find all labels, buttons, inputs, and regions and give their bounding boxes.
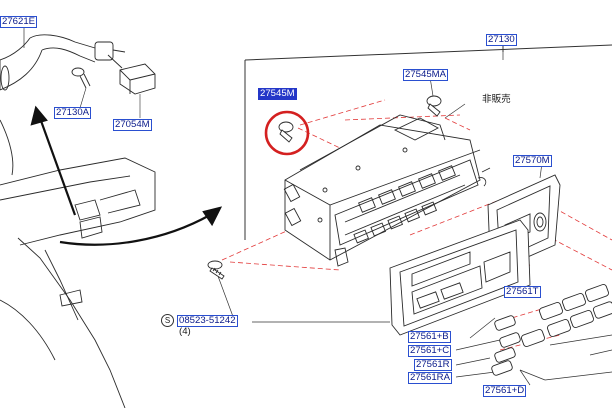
quantity-note: (4): [179, 326, 191, 337]
part-label-27621E[interactable]: 27621E: [0, 16, 38, 28]
leader-lines: [23, 27, 543, 386]
part-label-27561R[interactable]: 27561R: [414, 359, 452, 371]
part-label-27561RA[interactable]: 27561RA: [408, 372, 453, 384]
part-label-27130A[interactable]: 27130A: [54, 107, 92, 119]
part-label-27561C[interactable]: 27561+C: [408, 345, 452, 357]
not-for-sale-note: 非販売: [482, 94, 511, 105]
buttons-27561: [491, 283, 612, 376]
part-label-27545MA[interactable]: 27545MA: [403, 69, 449, 81]
panel-27561T: [389, 219, 531, 336]
screw-standard-symbol: S: [161, 314, 174, 327]
aspirator-hose-sketch: [0, 34, 126, 91]
screw-27130A: [71, 67, 91, 109]
bolt-08523-51242: [207, 260, 225, 280]
part-label-27054M[interactable]: 27054M: [113, 119, 152, 131]
screw-27545M: [278, 121, 294, 143]
sensor-27054M: [107, 54, 156, 118]
part-label-27130[interactable]: 27130: [486, 34, 517, 46]
highlight-ring: [264, 110, 310, 156]
part-label-27570M[interactable]: 27570M: [513, 155, 552, 167]
location-arrows: [30, 105, 223, 246]
dashboard-sketch: [0, 119, 156, 408]
screw-27545MA: [426, 95, 442, 117]
control-unit-27130: [283, 114, 491, 267]
part-label-27561D[interactable]: 27561+D: [483, 385, 527, 397]
part-label-27561T[interactable]: 27561T: [504, 286, 541, 298]
part-label-27545M[interactable]: 27545M: [258, 88, 297, 100]
part-label-08523-51242[interactable]: 08523-51242: [177, 315, 238, 327]
part-label-27561B[interactable]: 27561+B: [408, 331, 451, 343]
assembly-frame: [244, 44, 612, 61]
